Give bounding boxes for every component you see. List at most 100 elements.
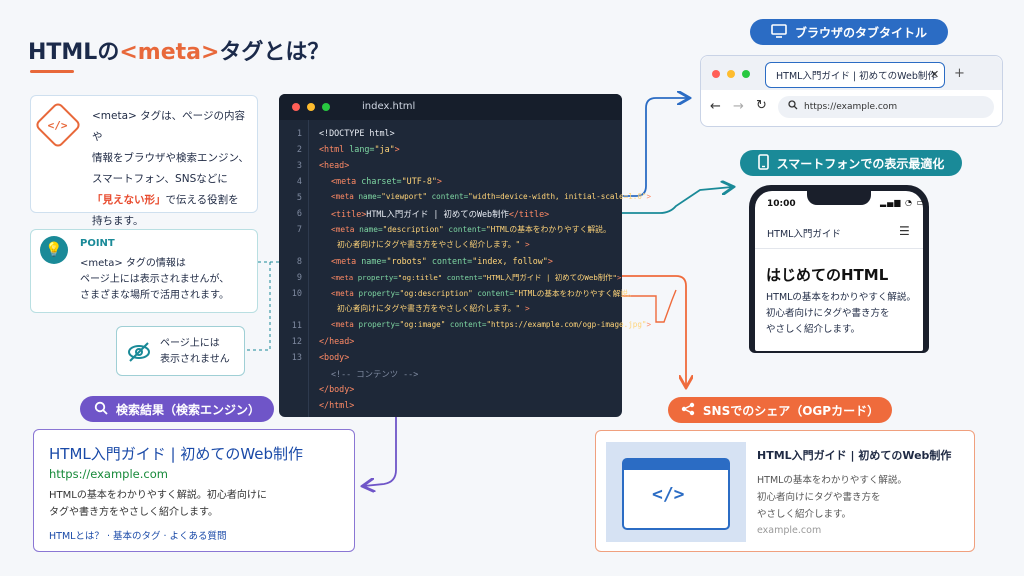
code-value: "robots" <box>386 256 432 266</box>
code-attr: content= <box>448 225 486 234</box>
code-attr: property= <box>357 273 398 282</box>
ogp-desc-line: 初心者向けにタグや書き方を <box>757 492 881 503</box>
code-value: "og:title" <box>397 273 447 282</box>
code-value: "UTF-8" <box>401 176 437 186</box>
code-tag: </body> <box>319 384 355 394</box>
line-number: 1 <box>296 129 302 139</box>
code-value: "HTMLの基本をわかりやすく解説。 <box>485 225 611 234</box>
line-number: 3 <box>296 161 302 171</box>
phone-body-line: HTMLの基本をわかりやすく解説。 <box>766 292 916 303</box>
search-sitelinks[interactable]: HTMLとは？ · 基本のタグ · よくある質問 <box>49 531 227 542</box>
intro-line: で伝える役割を <box>165 194 239 206</box>
code-line: 初心者向けにタグや書き方をやさしく紹介します。" > <box>337 239 530 250</box>
pill-label: 検索結果（検索エンジン） <box>115 402 260 417</box>
intro-text: <meta> タグは、ページの内容や 情報をブラウザや検索エンジン、 スマートフ… <box>92 106 252 232</box>
phone-pill: スマートフォンでの表示最適化 <box>740 150 962 176</box>
editor-filename: index.html <box>362 101 416 112</box>
browser-tab[interactable]: HTML入門ガイド | 初めてのWeb制作 <box>765 62 945 88</box>
code-value: "ja" <box>374 144 395 154</box>
code-tag: > <box>617 273 622 282</box>
code-tag: <html <box>319 144 350 154</box>
code-tag: <body> <box>319 352 350 362</box>
code-attr: content= <box>446 273 483 282</box>
code-attr: charset= <box>361 176 402 186</box>
window-maximize-dot[interactable] <box>742 70 750 78</box>
phone-body-line: やさしく紹介します。 <box>766 324 861 335</box>
code-line: <meta property="og:title" content="HTML入… <box>331 272 621 283</box>
intro-line: 持ちます。 <box>92 215 144 227</box>
back-arrow-icon[interactable]: ← <box>710 99 721 114</box>
intro-line: スマートフォン、SNSなどに <box>92 173 228 185</box>
hidden-note-card <box>116 326 245 376</box>
window-close-dot[interactable] <box>712 70 720 78</box>
new-tab-button[interactable]: + <box>954 66 965 81</box>
code-line: <!-- コンテンツ --> <box>331 368 418 380</box>
code-value: "HTMLの基本をわかりやすく解説。 <box>513 289 636 298</box>
hamburger-menu-icon[interactable]: ☰ <box>899 224 910 238</box>
reload-icon[interactable]: ↻ <box>756 98 767 113</box>
code-value: "og:image" <box>399 320 450 329</box>
title-suffix: タグとは？ <box>219 40 330 65</box>
code-tag: <meta <box>331 273 358 282</box>
code-line: <meta charset="UTF-8"> <box>331 176 442 186</box>
code-line: <meta property="og:image" content="https… <box>331 320 651 329</box>
phone-body-line: 初心者向けにタグや書き方を <box>766 308 890 319</box>
phone-heading: はじめてのHTML <box>766 266 889 284</box>
line-number: 13 <box>291 353 302 363</box>
ogp-title: HTML入門ガイド | 初めてのWeb制作 <box>757 449 952 462</box>
code-line: <html lang="ja"> <box>319 144 400 154</box>
code-tag: <meta <box>331 225 360 234</box>
address-bar[interactable]: https://example.com <box>778 96 994 118</box>
code-value: 初心者向けにタグや書き方をやさしく紹介します。" <box>337 304 521 313</box>
editor-gutter <box>279 120 309 417</box>
line-number: 11 <box>291 321 302 331</box>
code-tag: > <box>646 320 652 329</box>
line-number: 10 <box>291 289 302 299</box>
code-tag: <meta <box>331 176 362 186</box>
code-value: "description" <box>382 225 449 234</box>
search-pill: 検索結果（検索エンジン） <box>80 396 274 422</box>
page-title: HTMLの<meta>タグとは？ <box>28 34 329 66</box>
code-text: <!DOCTYPE html> <box>319 128 395 138</box>
address-url: https://example.com <box>804 102 898 112</box>
ogp-description: HTMLの基本をわかりやすく解説。 初心者向けにタグや書き方を やさしく紹介しま… <box>757 472 967 523</box>
search-icon <box>94 401 108 418</box>
code-tag: > <box>520 304 530 313</box>
code-tag: <meta <box>331 289 359 298</box>
arrow-to-browser <box>620 98 688 197</box>
code-attr: property= <box>358 320 400 329</box>
pill-label: ブラウザのタブタイトル <box>794 25 927 40</box>
eye-off-icon <box>126 339 152 365</box>
code-editor <box>279 94 622 417</box>
code-attr: name= <box>361 256 387 266</box>
code-tag: <head> <box>319 160 350 170</box>
code-tag: > <box>436 176 442 186</box>
intro-emphasis: 「見えない形」 <box>92 194 166 206</box>
hidden-note-line: ページ上には <box>160 338 220 349</box>
forward-arrow-icon[interactable]: → <box>733 99 744 114</box>
code-value: 初心者向けにタグや書き方をやさしく紹介します。" <box>337 240 521 249</box>
code-tag: > <box>394 144 400 154</box>
code-tag: > <box>520 240 530 249</box>
close-icon[interactable]: ✕ <box>930 68 940 81</box>
hidden-note-line: 表示されません <box>160 354 230 365</box>
pill-label: スマートフォンでの表示最適化 <box>776 156 945 171</box>
phone-status-icons: ▂▄▆ ◔ ▭ <box>880 198 926 207</box>
hidden-note-text: ページ上には 表示されません <box>160 336 230 368</box>
line-number: 4 <box>296 177 302 187</box>
tab-title: HTML入門ガイド | 初めてのWeb制作 <box>776 71 937 82</box>
point-label: POINT <box>80 238 115 249</box>
search-result-title[interactable]: HTML入門ガイド | 初めてのWeb制作 <box>49 445 304 463</box>
code-attr: content= <box>431 192 469 201</box>
search-result-url[interactable]: https://example.com <box>49 467 168 481</box>
window-minimize-dot[interactable] <box>727 70 735 78</box>
search-desc-line: タグや書き方をやさしく紹介します。 <box>49 507 218 518</box>
phone-body: HTMLの基本をわかりやすく解説。 初心者向けにタグや書き方を やさしく紹介しま… <box>766 290 916 338</box>
code-value: "https://example.com/ogp-image.jpg" <box>486 320 647 329</box>
ogp-desc-line: HTMLの基本をわかりやすく解説。 <box>757 475 907 486</box>
code-attr: content= <box>431 256 473 266</box>
intro-line: <meta> タグは、ページの内容や <box>92 110 245 143</box>
code-line: <body> <box>319 352 349 362</box>
code-line: <meta property="og:description" content=… <box>331 288 635 299</box>
line-number: 6 <box>296 209 302 219</box>
